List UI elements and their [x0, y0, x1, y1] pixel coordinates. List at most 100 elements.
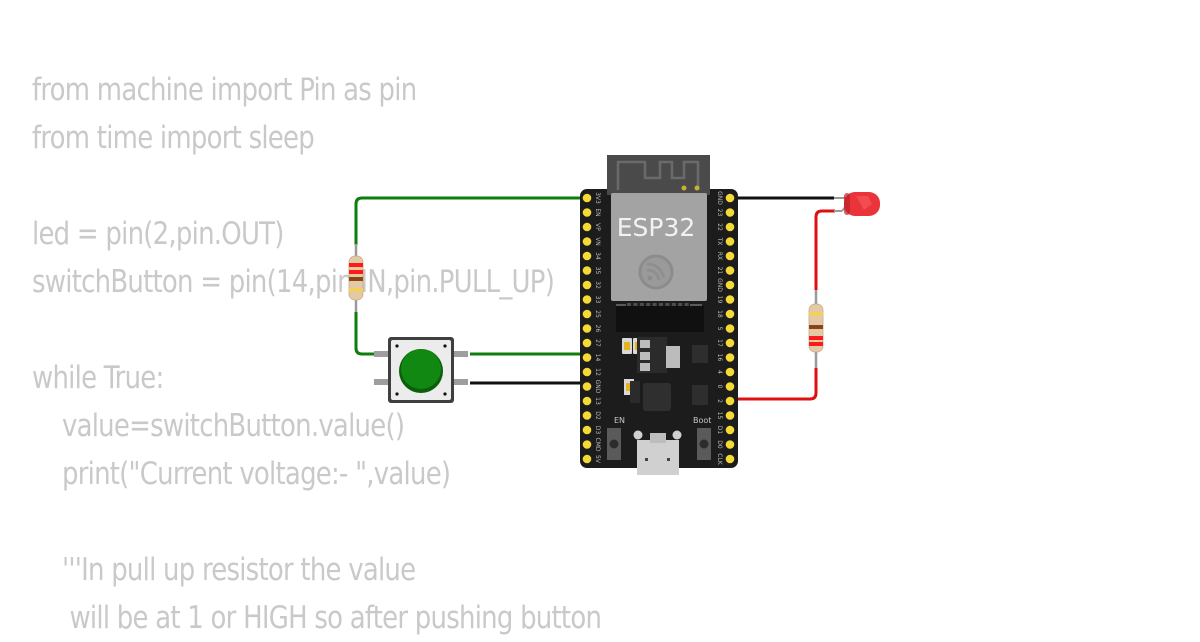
header-pin[interactable] [582, 295, 592, 304]
usb-uart-chip [643, 383, 671, 411]
header-pin[interactable] [725, 440, 735, 449]
header-pin[interactable] [582, 222, 592, 232]
pin-label: VN [594, 237, 601, 246]
pin-label: VP [594, 223, 601, 231]
header-pin[interactable] [725, 324, 735, 333]
pin-label: 15 [716, 412, 723, 420]
boot-button[interactable] [697, 428, 711, 460]
pin-label: 3V3 [594, 192, 601, 204]
led-resistor[interactable] [808, 290, 824, 368]
resistor-band [809, 336, 823, 340]
resistor-band [349, 277, 363, 281]
header-pin[interactable] [725, 338, 735, 348]
pin-label: GND [716, 191, 723, 205]
pin-label: 23 [716, 209, 723, 217]
pullup-resistor[interactable] [348, 244, 364, 312]
pin-label: 0 [716, 385, 723, 389]
usb-port[interactable] [633, 430, 682, 476]
resistor-band [809, 325, 823, 329]
header-pin[interactable] [582, 425, 592, 435]
header-pin[interactable] [582, 411, 592, 420]
pin-label: TX [716, 237, 723, 246]
resistor-band [349, 263, 363, 267]
pin-label: 13 [594, 397, 601, 405]
pin-label: D3 [594, 426, 601, 435]
pin-label: CLK [716, 453, 723, 466]
code-line: '''In pull up resistor the value [32, 552, 416, 588]
header-pin[interactable] [582, 396, 592, 406]
header-pin[interactable] [582, 353, 592, 362]
pin-label: GND [716, 278, 723, 292]
wire-led-to-resistor[interactable] [814, 209, 835, 290]
header-pin[interactable] [725, 251, 735, 261]
header-pin[interactable] [725, 280, 735, 290]
pin-label: 21 [716, 267, 723, 275]
header-pin[interactable] [725, 309, 735, 319]
led[interactable] [834, 192, 880, 216]
header-pin[interactable] [582, 193, 592, 203]
header-pin[interactable] [582, 338, 592, 348]
header-pin[interactable] [582, 382, 592, 391]
pin-label: 12 [594, 368, 601, 376]
resistor-band [809, 312, 823, 316]
header-pin[interactable] [582, 208, 592, 217]
header-pin[interactable] [725, 353, 735, 362]
header-pin[interactable] [582, 280, 592, 290]
code-line: led = pin(2,pin.OUT) [32, 216, 284, 252]
header-pin[interactable] [582, 324, 592, 333]
header-pin[interactable] [582, 454, 592, 464]
resistor-band [809, 342, 823, 346]
pin-label: 25 [594, 310, 601, 318]
wire-resistor-to-button[interactable] [354, 312, 388, 356]
espressif-logo-icon [638, 254, 674, 290]
pin-label: RX [716, 252, 723, 260]
pin-label: CMD [594, 438, 601, 452]
wire-3v3-to-resistor[interactable] [354, 196, 587, 245]
header-pin[interactable] [725, 396, 735, 406]
pin-label: 5V [594, 455, 601, 464]
header-pin[interactable] [725, 193, 735, 203]
header-pin[interactable] [725, 425, 735, 435]
resistor-band [349, 288, 363, 292]
header-pin[interactable] [725, 411, 735, 420]
pushbutton-cap[interactable] [401, 349, 441, 389]
pin-label: 16 [716, 354, 723, 362]
pin-label: 19 [716, 296, 723, 304]
header-pin[interactable] [725, 266, 735, 275]
code-line: print("Current voltage:- ",value) [32, 456, 451, 492]
header-pin[interactable] [582, 266, 592, 275]
pin-label: 27 [594, 339, 601, 347]
header-pin[interactable] [582, 251, 592, 261]
antenna-trace-icon [616, 160, 700, 190]
header-pin[interactable] [725, 295, 735, 304]
header-pin[interactable] [725, 208, 735, 217]
pushbutton[interactable] [374, 337, 468, 403]
header-pin[interactable] [582, 367, 592, 377]
pin-label: 18 [716, 310, 723, 318]
header-pin[interactable] [582, 440, 592, 449]
led-body [844, 192, 880, 216]
code-line: while True: [32, 360, 164, 396]
pin-label: D2 [594, 411, 601, 420]
pin-label: 26 [594, 325, 601, 333]
pin-label: 35 [594, 267, 601, 275]
esp32-board[interactable]: ESP32 EN Boot [580, 155, 738, 475]
header-pin[interactable] [582, 237, 592, 246]
header-pin[interactable] [582, 309, 592, 319]
wires [354, 196, 835, 401]
header-pin[interactable] [725, 222, 735, 232]
pin-label: EN [594, 208, 601, 216]
pin-label: GND [594, 380, 601, 394]
pin-label: 5 [716, 327, 723, 331]
pin-label: 34 [594, 252, 601, 260]
header-pin[interactable] [725, 454, 735, 464]
en-button[interactable] [607, 428, 621, 460]
boot-label: Boot [693, 416, 711, 425]
wire-resistor-to-gpio2[interactable] [730, 368, 818, 401]
en-label: EN [614, 416, 625, 425]
header-pin[interactable] [725, 382, 735, 391]
header-pin[interactable] [725, 367, 735, 377]
header-pin[interactable] [725, 237, 735, 246]
